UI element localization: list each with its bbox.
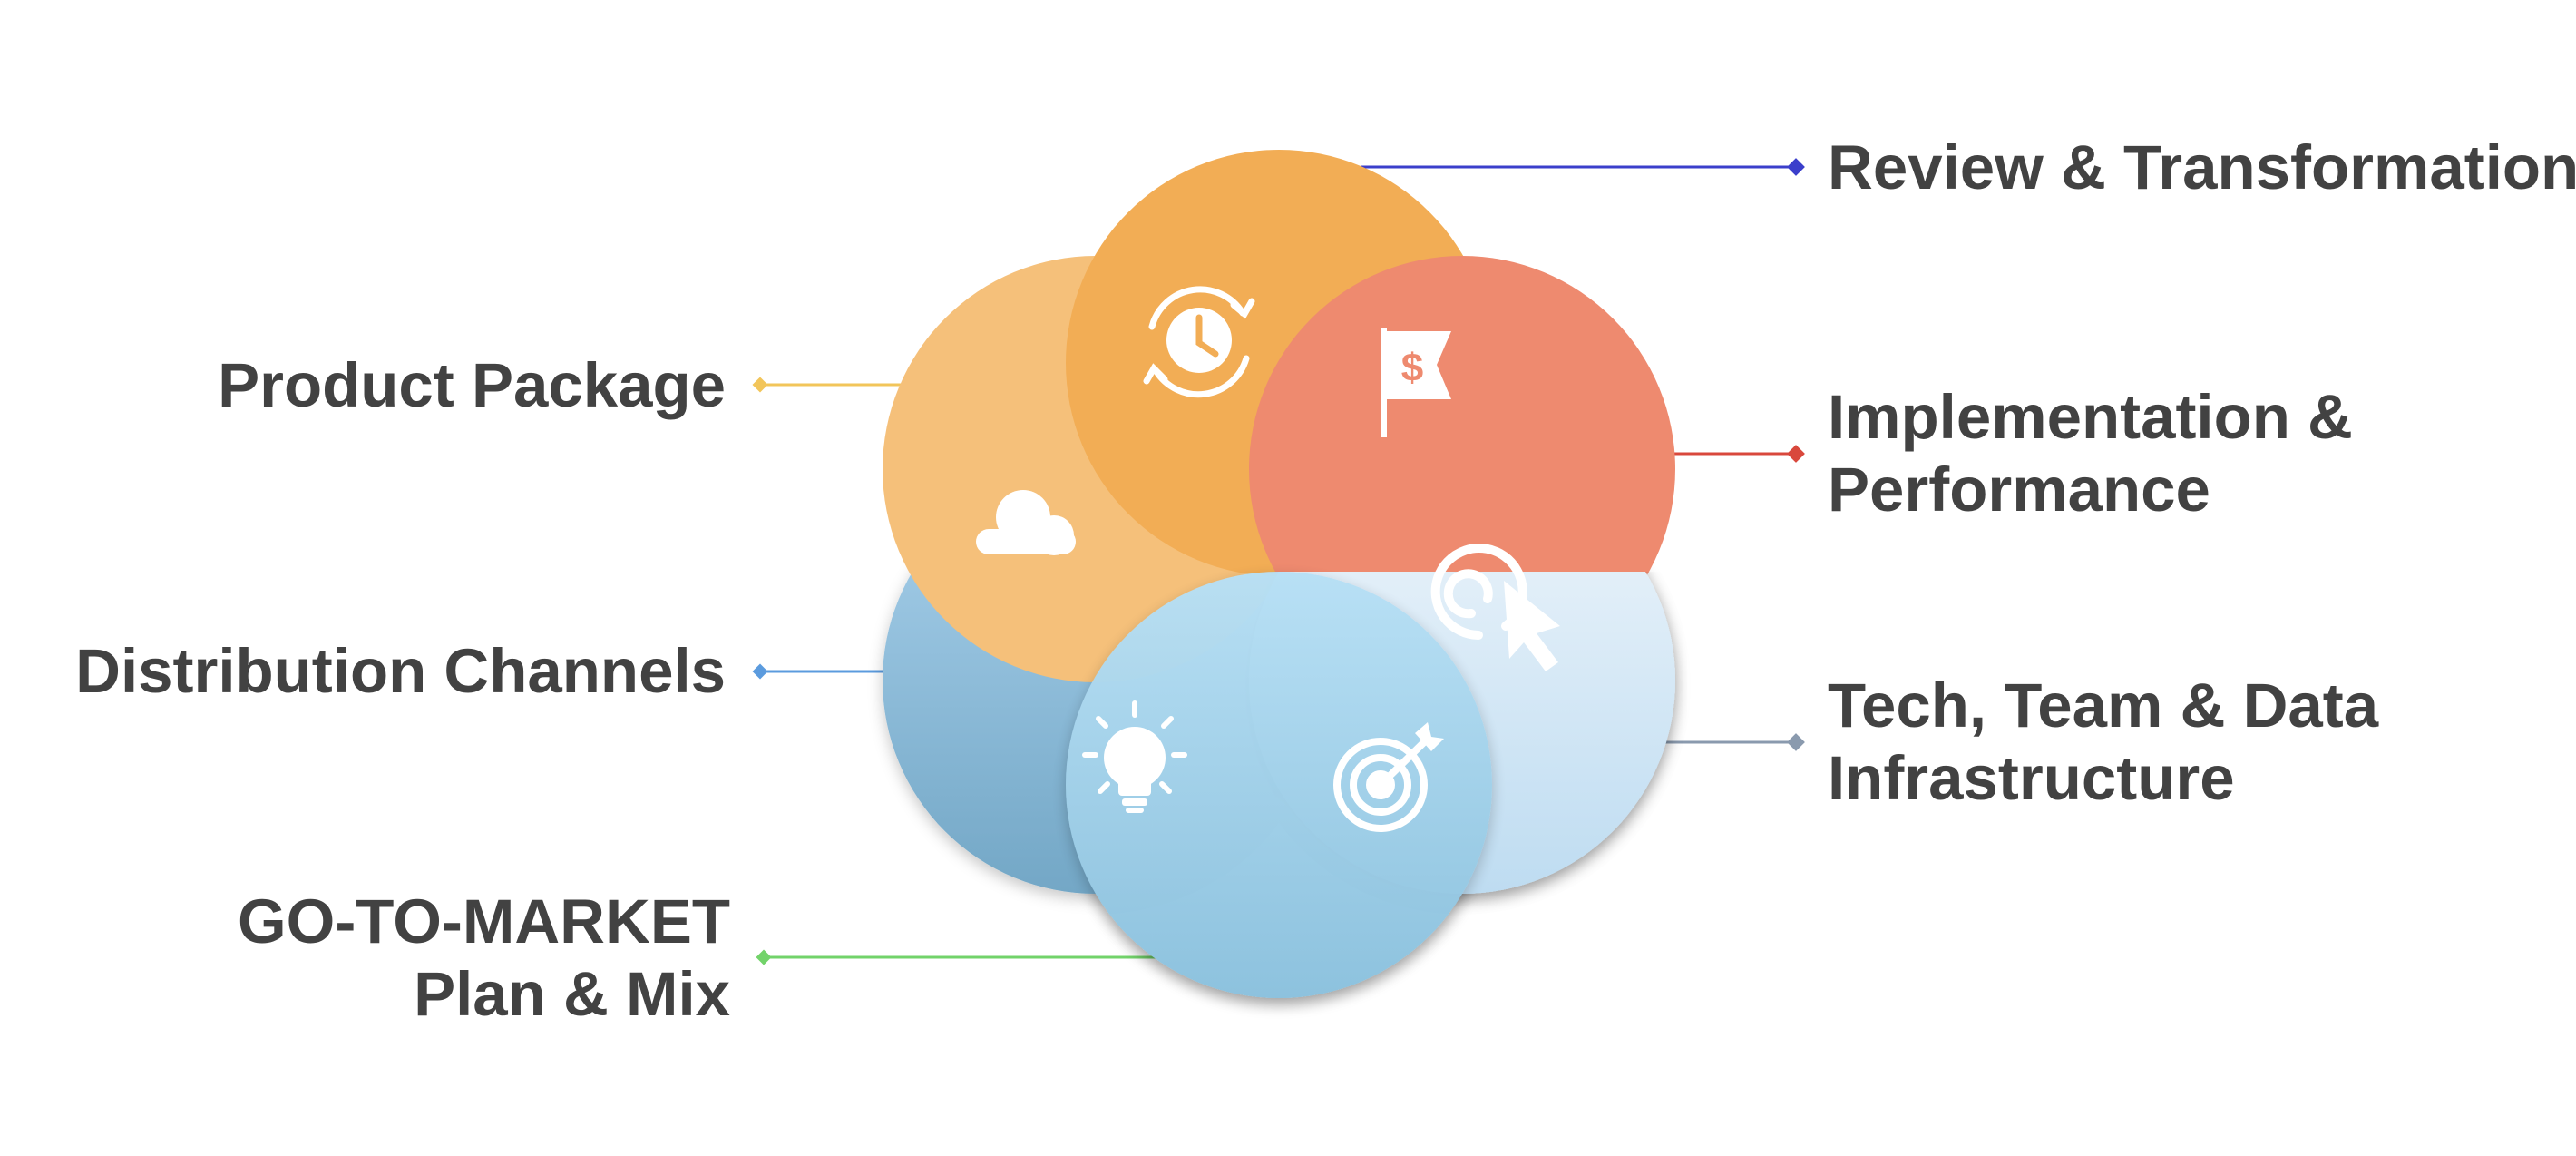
label-review-line-1: Review & Transformation [1828,132,2576,202]
label-implementation-line-1: Implementation & [1828,382,2353,452]
label-distribution: Distribution Channels [75,635,726,708]
label-tech-line-2: Infrastructure [1828,743,2235,813]
clock-refresh-icon [1143,286,1255,398]
pointer-click-icon [1430,544,1560,671]
target-arrow-icon [1333,722,1444,832]
connector-tech [1664,733,1805,751]
label-implementation: Implementation & Performance [1828,381,2353,526]
label-tech: Tech, Team & Data Infrastructure [1828,670,2378,815]
label-gtm-line-2: Plan & Mix [414,959,730,1029]
label-review: Review & Transformation [1828,132,2576,204]
label-gtm: GO-TO-MARKET Plan & Mix [238,886,730,1031]
connector-review [1361,158,1805,176]
label-product: Product Package [218,349,726,422]
svg-text:$: $ [1401,346,1423,390]
label-implementation-line-2: Performance [1828,455,2210,524]
label-tech-line-1: Tech, Team & Data [1828,671,2379,740]
connector-implementation [1673,445,1805,463]
dollar-flag-icon: $ [1381,328,1451,437]
connector-lines [752,158,1805,965]
label-product-line-1: Product Package [218,350,726,420]
label-gtm-line-1: GO-TO-MARKET [237,887,730,956]
cloud-icon [976,490,1076,555]
lightbulb-icon [1082,700,1187,813]
connector-gtm [756,949,1170,965]
connector-product [752,377,907,393]
connector-distribution [752,663,893,680]
circle-gtm-front [1066,572,1492,998]
label-distribution-line-1: Distribution Channels [75,636,726,706]
